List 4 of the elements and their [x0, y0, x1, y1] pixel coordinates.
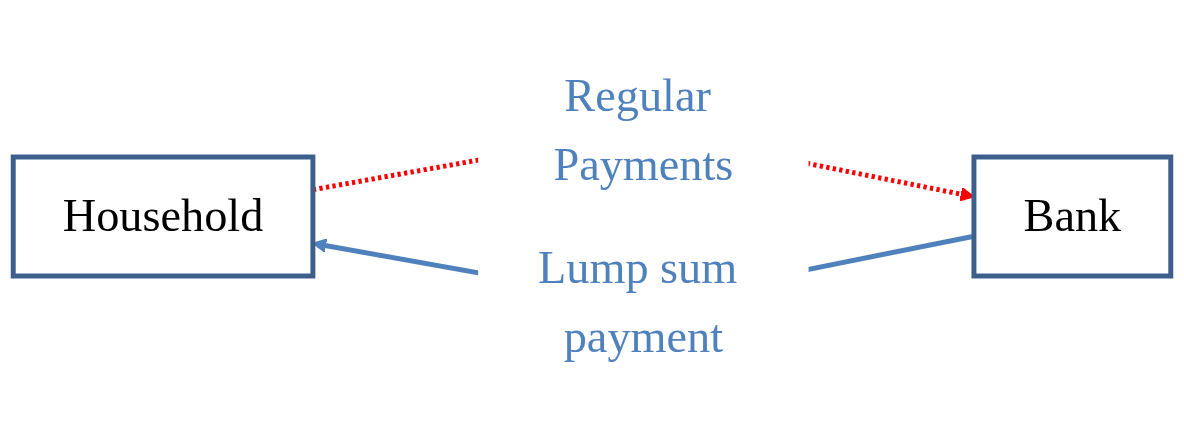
node-box: Household	[10, 154, 316, 279]
edge-label: Lump sum payment	[538, 241, 738, 362]
edge-label: Regular Payments	[553, 69, 734, 191]
node-box: Bank	[971, 154, 1174, 279]
